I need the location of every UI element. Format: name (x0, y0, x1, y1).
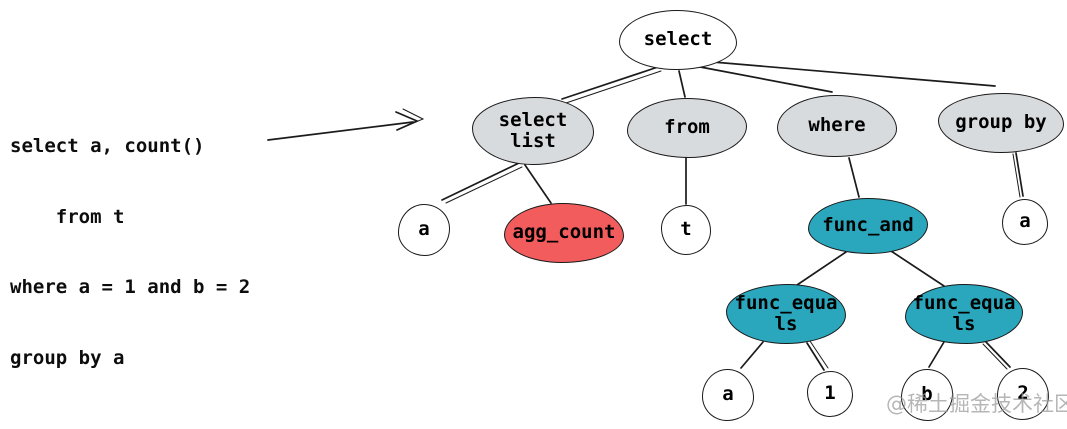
edge-func-equals-2-to-2-sketch (982, 343, 1008, 370)
node-label: 1 (824, 382, 836, 405)
tree-node-a-group-by: a (1002, 199, 1048, 245)
edge-func-equals-2-to-2 (985, 341, 1011, 368)
edge-select-to-select-list (561, 66, 659, 100)
tree-node-select: select (619, 10, 737, 70)
edge-group-by-to-a-sketch (1012, 153, 1021, 198)
node-label: from (664, 116, 710, 139)
tree-node-func-equals-1: func_equa ls (726, 284, 846, 344)
tree-node-b-cond: b (901, 369, 953, 421)
edge-where-to-func-and (848, 157, 860, 198)
edge-select-list-to-a-sketch (445, 166, 523, 204)
node-label: group by (955, 111, 1047, 134)
arrow-icon (267, 108, 425, 141)
edge-select-to-group-by (700, 60, 996, 87)
node-label: func_and (822, 214, 914, 237)
tree-node-2: 2 (997, 368, 1049, 420)
edge-select-to-select-list-sketch (565, 70, 662, 104)
node-label: b (921, 383, 933, 406)
tree-node-where: where (777, 95, 897, 157)
edge-select-list-to-a (441, 162, 520, 201)
node-label: agg_count (512, 221, 616, 244)
node-label: 2 (1017, 382, 1029, 405)
node-label: where (808, 114, 866, 137)
tree-node-a-cond: a (702, 369, 754, 421)
sql-line: from t (10, 205, 125, 228)
node-label-line: select (498, 108, 568, 131)
tree-node-a-select-list: a (398, 204, 450, 256)
edge-select-to-from (678, 70, 686, 98)
sql-line: group by a (10, 346, 125, 369)
node-label-line: func_equa (912, 291, 1016, 314)
edge-func-and-to-func-equals-1 (793, 251, 847, 288)
edge-select-to-where (694, 65, 833, 93)
edge-group-by-to-a (1015, 152, 1024, 197)
sql-query-text: select a, count() from t where a = 1 and… (10, 88, 250, 417)
edge-func-equals-1-to-1-sketch (809, 340, 829, 369)
sql-line: select a, count() (10, 135, 205, 157)
tree-node-t: t (661, 205, 711, 255)
tree-node-agg-count: agg_count (504, 203, 624, 263)
tree-node-select-list: select list (472, 97, 594, 165)
node-label-line: func_equa (734, 291, 838, 314)
node-label: a (1019, 210, 1031, 233)
node-label: a (722, 383, 734, 406)
watermark: @稀土掘金技术社区 (886, 392, 1067, 416)
tree-node-1: 1 (807, 371, 853, 417)
node-label-line: ls (952, 313, 976, 335)
node-label: a (418, 218, 430, 241)
tree-node-func-and: func_and (808, 198, 928, 254)
edge-func-equals-1-to-1 (806, 342, 825, 371)
tree-node-group-by: group by (938, 93, 1064, 153)
edge-func-equals-2-to-b (928, 341, 945, 368)
node-label: t (680, 218, 692, 241)
tree-node-func-equals-2: func_equa ls (905, 284, 1023, 344)
sql-line: where a = 1 and b = 2 (10, 276, 251, 298)
edge-select-list-to-agg-count (524, 164, 552, 204)
tree-node-from: from (627, 98, 747, 158)
edge-func-and-to-func-equals-2 (890, 250, 945, 287)
node-label: select (643, 28, 713, 51)
edge-func-equals-1-to-a (740, 341, 764, 369)
node-label-line: list (510, 130, 556, 152)
node-label-line: ls (774, 313, 798, 335)
